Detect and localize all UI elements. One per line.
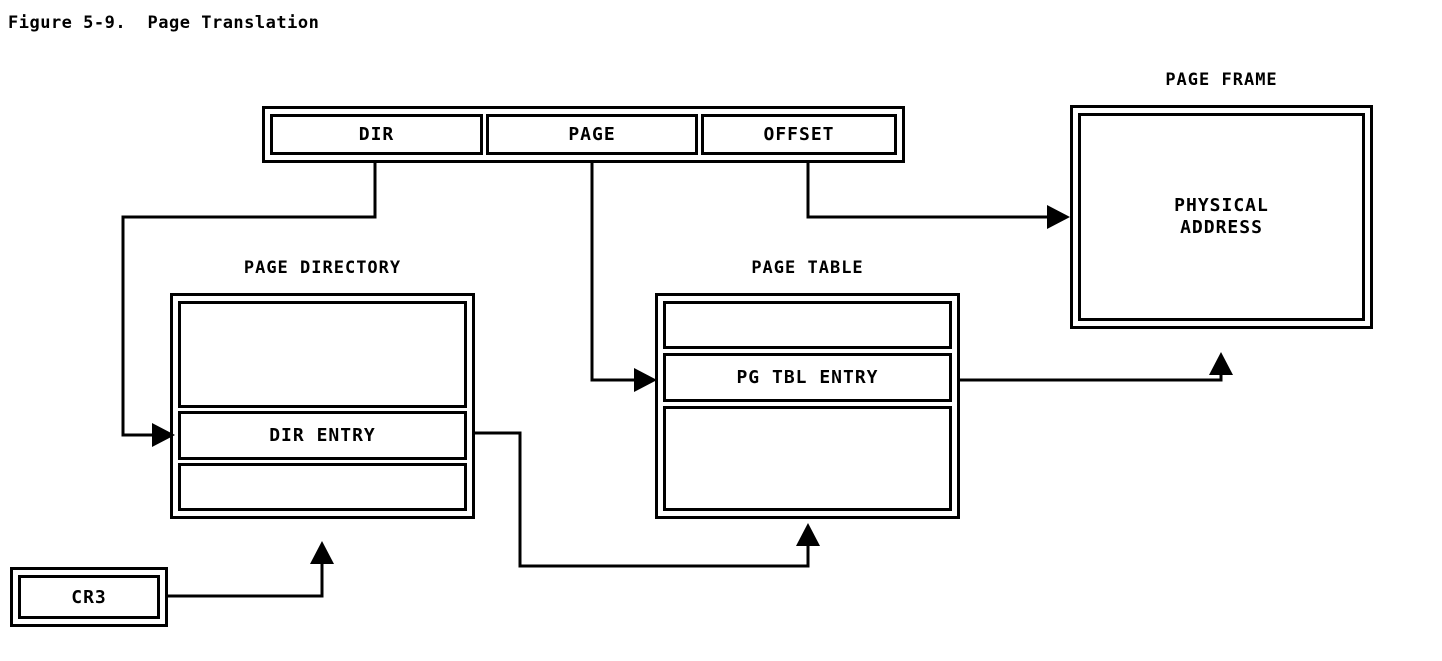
linear-address-row: DIR PAGE OFFSET — [262, 106, 905, 163]
linear-address-field-offset: OFFSET — [701, 114, 897, 155]
figure-caption: Figure 5-9. Page Translation — [8, 13, 320, 33]
cr3-register-box: CR3 — [10, 567, 168, 627]
page-directory-title: PAGE DIRECTORY — [243, 258, 402, 278]
connector-offset-to-page-frame — [806, 163, 1047, 219]
physical-address-line-1: PHYSICAL — [1174, 194, 1269, 216]
arrow-pg-tbl-entry-to-page-frame — [1209, 352, 1233, 375]
page-table-entry-pg-tbl-entry: PG TBL ENTRY — [663, 353, 952, 402]
cr3-label: CR3 — [18, 575, 160, 619]
linear-address-field-page: PAGE — [486, 114, 698, 155]
connector-pg-tbl-entry-to-page-frame — [960, 375, 1223, 382]
arrow-offset-to-page-frame — [1047, 205, 1070, 229]
arrow-page-to-page-table — [634, 368, 657, 392]
page-table-entry-empty-bottom — [663, 406, 952, 511]
page-table-box: PG TBL ENTRY — [655, 293, 960, 519]
arrow-dir-entry-to-page-table — [796, 523, 820, 546]
connector-cr3-to-page-directory — [168, 564, 324, 598]
page-table-title: PAGE TABLE — [751, 258, 864, 278]
page-frame-box: PHYSICAL ADDRESS — [1070, 105, 1373, 329]
physical-address-cell: PHYSICAL ADDRESS — [1078, 113, 1365, 321]
page-directory-box: DIR ENTRY — [170, 293, 475, 519]
page-directory-entry-empty-top — [178, 301, 467, 408]
page-table-entry-empty-top — [663, 301, 952, 349]
arrow-cr3-to-page-directory — [310, 541, 334, 564]
page-directory-entry-empty-bottom — [178, 463, 467, 511]
physical-address-line-2: ADDRESS — [1180, 217, 1263, 238]
page-frame-title: PAGE FRAME — [1165, 70, 1278, 90]
connector-page-to-page-table — [590, 163, 634, 382]
linear-address-field-dir: DIR — [270, 114, 483, 155]
page-directory-entry-dir-entry: DIR ENTRY — [178, 411, 467, 460]
